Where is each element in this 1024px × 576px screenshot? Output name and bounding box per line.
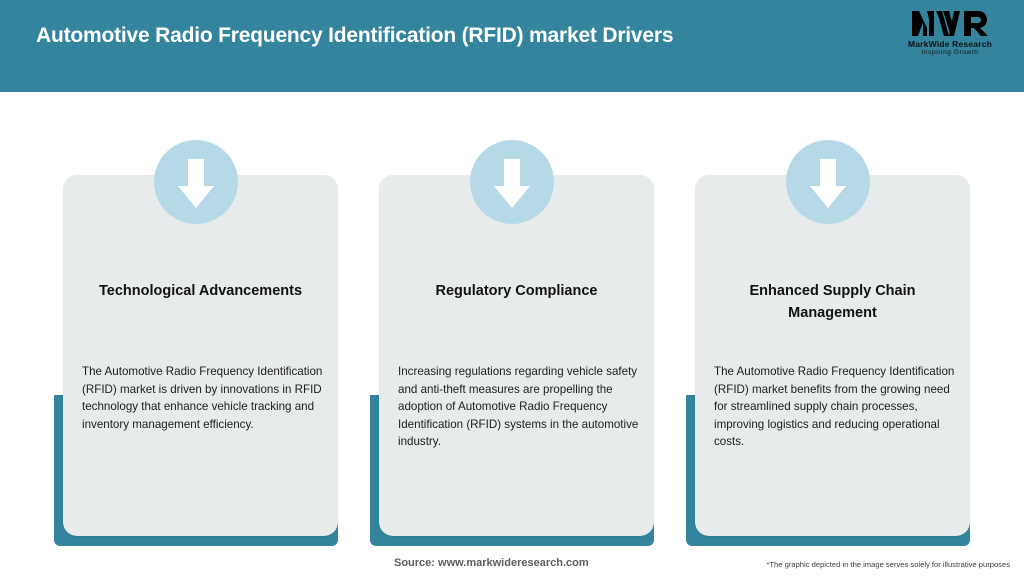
brand-tagline: Inspiring Growth bbox=[921, 49, 979, 56]
brand-logo: MarkWide Research Inspiring Growth bbox=[898, 8, 1002, 66]
driver-card: Regulatory Compliance Increasing regulat… bbox=[370, 140, 654, 546]
down-arrow-icon bbox=[786, 140, 870, 224]
card-heading: Regulatory Compliance bbox=[435, 283, 598, 299]
card-description: The Automotive Radio Frequency Identific… bbox=[82, 365, 323, 431]
card-heading: Enhanced Supply Chain Management bbox=[749, 283, 916, 321]
brand-name: MarkWide Research bbox=[907, 39, 993, 49]
card-body: Technological Advancements The Automotiv… bbox=[63, 175, 338, 536]
driver-card: Enhanced Supply Chain Management The Aut… bbox=[686, 140, 970, 546]
footer-source: Source: www.markwideresearch.com bbox=[394, 557, 589, 569]
driver-card: Technological Advancements The Automotiv… bbox=[54, 140, 338, 546]
page-title: Automotive Radio Frequency Identificatio… bbox=[36, 24, 674, 47]
mwr-logo-icon bbox=[912, 11, 988, 36]
footer-disclaimer: *The graphic depicted in the image serve… bbox=[766, 560, 1010, 569]
card-description: The Automotive Radio Frequency Identific… bbox=[714, 365, 955, 449]
card-body: Enhanced Supply Chain Management The Aut… bbox=[695, 175, 970, 536]
down-arrow-icon bbox=[154, 140, 238, 224]
card-heading: Technological Advancements bbox=[98, 283, 303, 299]
card-body: Regulatory Compliance Increasing regulat… bbox=[379, 175, 654, 536]
card-description: Increasing regulations regarding vehicle… bbox=[398, 365, 639, 449]
header-bar bbox=[0, 0, 1024, 92]
down-arrow-icon bbox=[470, 140, 554, 224]
